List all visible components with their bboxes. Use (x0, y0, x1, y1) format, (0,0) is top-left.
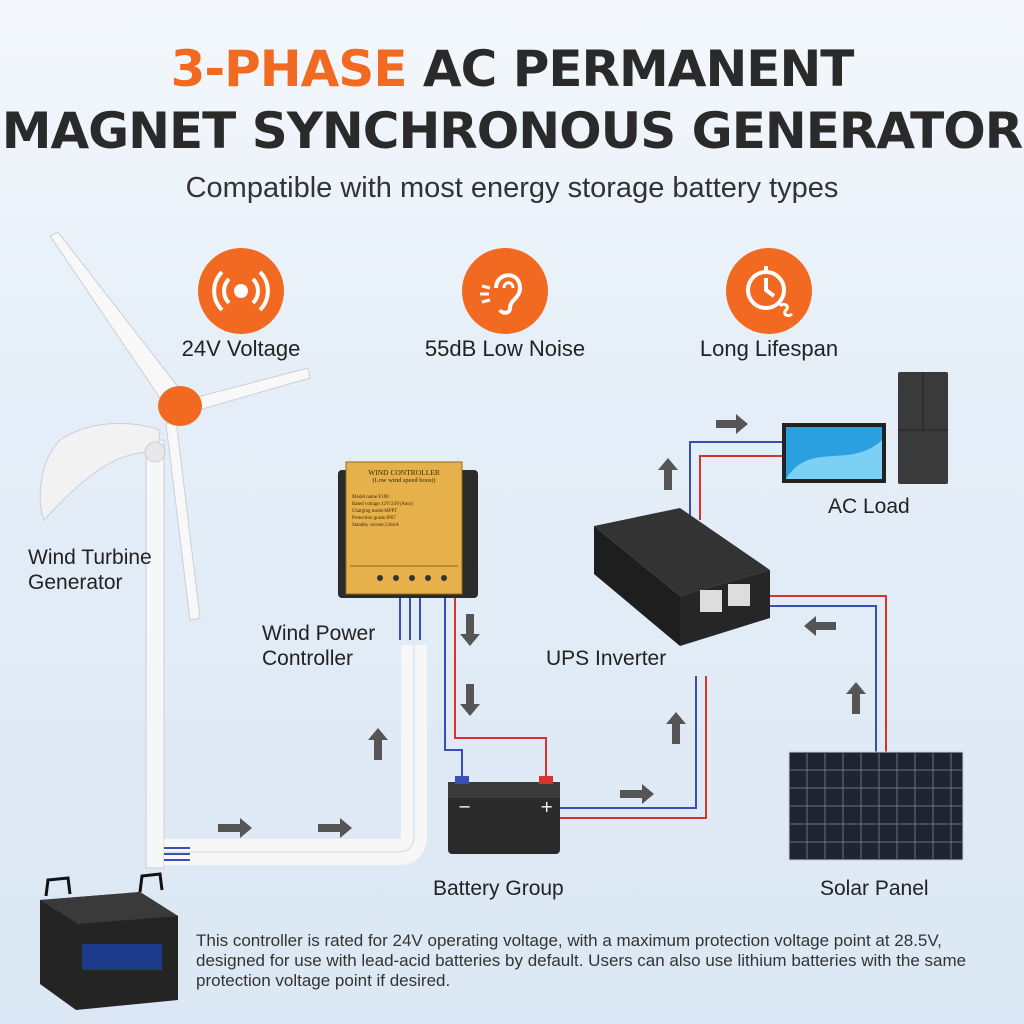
controller-label-line2: Controller (262, 647, 354, 670)
svg-text:+: + (540, 797, 553, 816)
subtitle: Compatible with most energy storage batt… (185, 172, 839, 204)
title-line1-rest: AC PERMANENT (406, 40, 855, 98)
page-title: 3-PHASE AC PERMANENT MAGNET SYNCHRONOUS … (0, 38, 1024, 162)
controller-panel-text: WIND CONTROLLER (Low wind speed boost) M… (352, 468, 456, 529)
controller-label-line1: Wind Power (262, 622, 376, 645)
lithium-battery-device (40, 872, 178, 1010)
feature-label-noise: 55dB Low Noise (424, 336, 586, 361)
wind-turbine-label: Wind Turbine Generator (28, 545, 152, 595)
controller-spec-4: Standby current:3.6mA (352, 523, 399, 528)
solar-panel-device (788, 751, 964, 861)
controller-spec-3: Protection grade:IP67 (352, 516, 396, 521)
wind-turbine-label-line1: Wind Turbine (28, 546, 152, 569)
controller-spec-1: Rated voltage:12V/24V(Auto) (352, 502, 413, 507)
tv-device (782, 423, 886, 483)
controller-label: Wind Power Controller (262, 621, 375, 671)
controller-spec-0: Model name:F100 (352, 495, 389, 500)
battery-device: − + (448, 776, 560, 854)
battery-label: Battery Group (433, 877, 564, 900)
ac-load-label: AC Load (828, 495, 910, 518)
feature-label-voltage: 24V Voltage (181, 336, 301, 361)
footnote: This controller is rated for 24V operati… (196, 931, 967, 990)
controller-panel-subtitle: (Low wind speed boost) (372, 477, 436, 484)
durability-icon (726, 248, 812, 334)
fridge-device (898, 372, 948, 484)
wind-turbine-label-line2: Generator (28, 571, 123, 594)
title-accent: 3-PHASE (170, 40, 408, 98)
solar-panel-label: Solar Panel (820, 877, 929, 900)
flow-arrows (218, 414, 866, 838)
feature-label-lifespan: Long Lifespan (699, 336, 839, 361)
svg-text:−: − (458, 797, 471, 816)
title-line2: MAGNET SYNCHRONOUS GENERATOR (1, 102, 1024, 160)
wind-controller-device (338, 461, 478, 598)
ups-inverter-device (594, 508, 770, 646)
ear-low-noise-icon (462, 248, 548, 334)
inverter-label: UPS Inverter (546, 647, 667, 670)
signal-waves-icon (198, 248, 284, 334)
wind-turbine-illustration (39, 231, 311, 869)
controller-spec-2: Charging mode:MPPT (352, 509, 398, 514)
controller-panel-title: WIND CONTROLLER (368, 468, 440, 477)
